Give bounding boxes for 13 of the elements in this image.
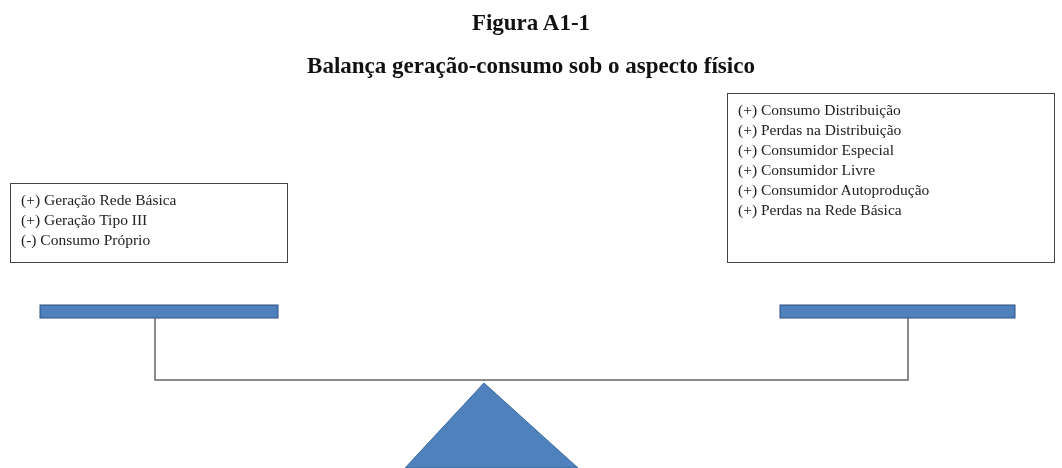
- figure-subtitle: Balança geração-consumo sob o aspecto físico: [307, 53, 755, 79]
- list-item-text: (-) Consumo Próprio: [21, 230, 152, 250]
- list-item-text: (+) Geração Rede Básica: [21, 190, 178, 210]
- figure-title: Figura A1-1: [471, 10, 591, 36]
- list-item-text: (+) Perdas na Distribuição: [738, 120, 903, 140]
- consumption-list-box: [727, 93, 1055, 263]
- list-item-text: (+) Consumo Distribuição: [738, 100, 902, 120]
- list-item-text: (+) Perdas na Rede Básica: [738, 200, 903, 220]
- list-item-text: (+) Geração Tipo III: [21, 210, 149, 230]
- list-item-text: (+) Consumidor Livre: [738, 160, 877, 180]
- generation-list-box: [10, 183, 288, 263]
- list-item-text: (+) Consumidor Especial: [738, 140, 895, 160]
- list-item-text: (+) Consumidor Autoprodução: [738, 180, 931, 200]
